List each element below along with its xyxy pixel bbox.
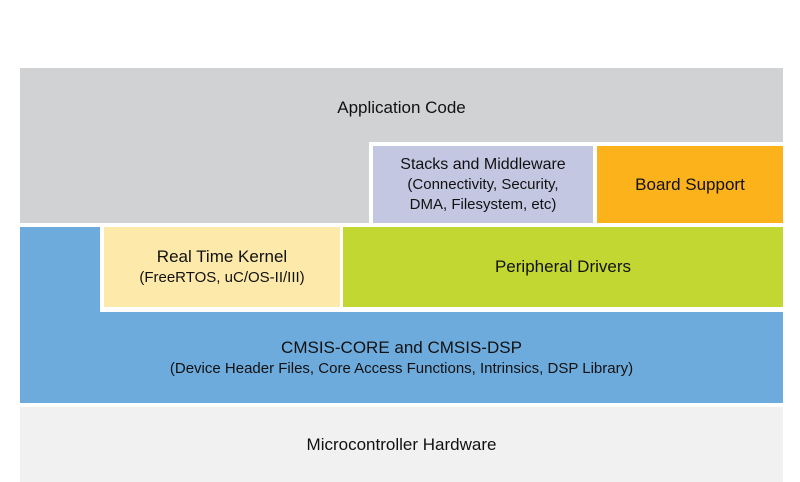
cmsis-block: CMSIS-CORE and CMSIS-DSP (Device Header … xyxy=(20,312,783,403)
rtk-subtitle: (FreeRTOS, uC/OS-II/III) xyxy=(139,269,305,286)
board-support-block: Board Support xyxy=(597,146,783,223)
peripheral-drivers-block: Peripheral Drivers xyxy=(343,227,783,307)
board-support-title: Board Support xyxy=(635,174,745,194)
microcontroller-hardware-block: Microcontroller Hardware xyxy=(20,407,783,482)
stacks-title: Stacks and Middleware xyxy=(400,156,566,173)
stacks-subtitle-line1: (Connectivity, Security, xyxy=(407,176,559,193)
application-code-label: Application Code xyxy=(337,98,466,117)
stacks-subtitle-line2: DMA, Filesystem, etc) xyxy=(409,196,557,213)
peripheral-title: Peripheral Drivers xyxy=(494,257,632,276)
real-time-kernel-block: Real Time Kernel (FreeRTOS, uC/OS-II/III… xyxy=(104,227,340,307)
stacks-middleware-block: Stacks and Middleware (Connectivity, Sec… xyxy=(373,146,593,223)
rtk-title: Real Time Kernel xyxy=(156,247,288,266)
cmsis-title: CMSIS-CORE and CMSIS-DSP xyxy=(281,337,522,357)
cmsis-subtitle: (Device Header Files, Core Access Functi… xyxy=(169,359,634,377)
hardware-title: Microcontroller Hardware xyxy=(306,434,497,454)
